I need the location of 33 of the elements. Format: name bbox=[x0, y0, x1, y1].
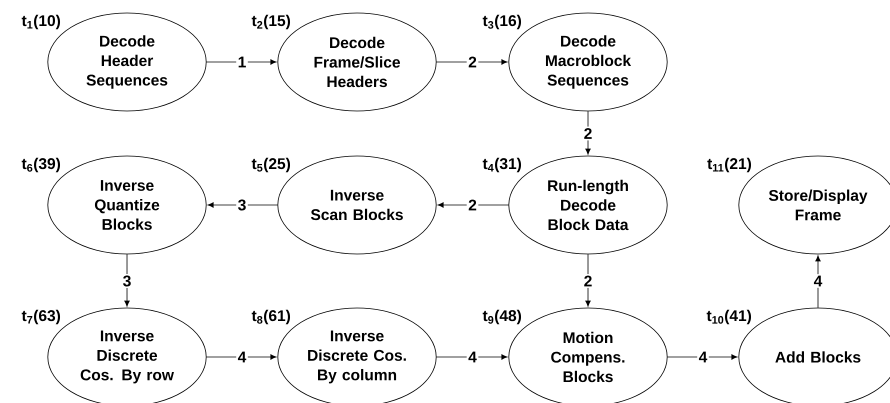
arrow bbox=[436, 59, 508, 65]
time-label: t$_{8}$(61) bbox=[252, 310, 290, 324]
time-label: t$_{2}$(15) bbox=[252, 14, 290, 30]
arrow bbox=[585, 111, 591, 155]
edge-label: 4 bbox=[468, 352, 477, 362]
edge-label: 4 bbox=[814, 276, 822, 286]
time-label: t$_{4}$(31) bbox=[482, 158, 522, 172]
arrow bbox=[585, 254, 591, 307]
time-label: t$_{7}$(63) bbox=[22, 310, 60, 324]
time-label: t$_{9}$(48) bbox=[482, 310, 522, 324]
arrow bbox=[208, 202, 278, 208]
arrow bbox=[206, 354, 276, 360]
edge-label: 2 bbox=[468, 56, 476, 68]
edge-label: 2 bbox=[468, 200, 476, 210]
edge-label: 4 bbox=[698, 352, 708, 362]
edge-label: 3 bbox=[123, 276, 131, 286]
arrow bbox=[206, 59, 276, 65]
arrow bbox=[124, 254, 130, 307]
time-label: t$_{3}$(16) bbox=[482, 14, 522, 30]
edge-label: 2 bbox=[584, 276, 592, 286]
edge-label: 3 bbox=[238, 200, 246, 210]
edge-label: 1 bbox=[238, 56, 246, 68]
time-label: t$_{11}$(21) bbox=[707, 158, 752, 172]
time-label: t$_{10}$(41) bbox=[706, 310, 752, 324]
time-label: t$_{6}$(39) bbox=[22, 158, 60, 172]
arrow bbox=[815, 255, 821, 308]
arrow bbox=[438, 202, 509, 208]
time-label: t$_{5}$(25) bbox=[252, 158, 290, 172]
edge-label: 2 bbox=[584, 128, 592, 139]
arrow bbox=[436, 354, 508, 360]
edge-label: 4 bbox=[238, 352, 246, 362]
arrow bbox=[667, 354, 738, 360]
time-label: t$_{1}$(10) bbox=[22, 14, 60, 30]
